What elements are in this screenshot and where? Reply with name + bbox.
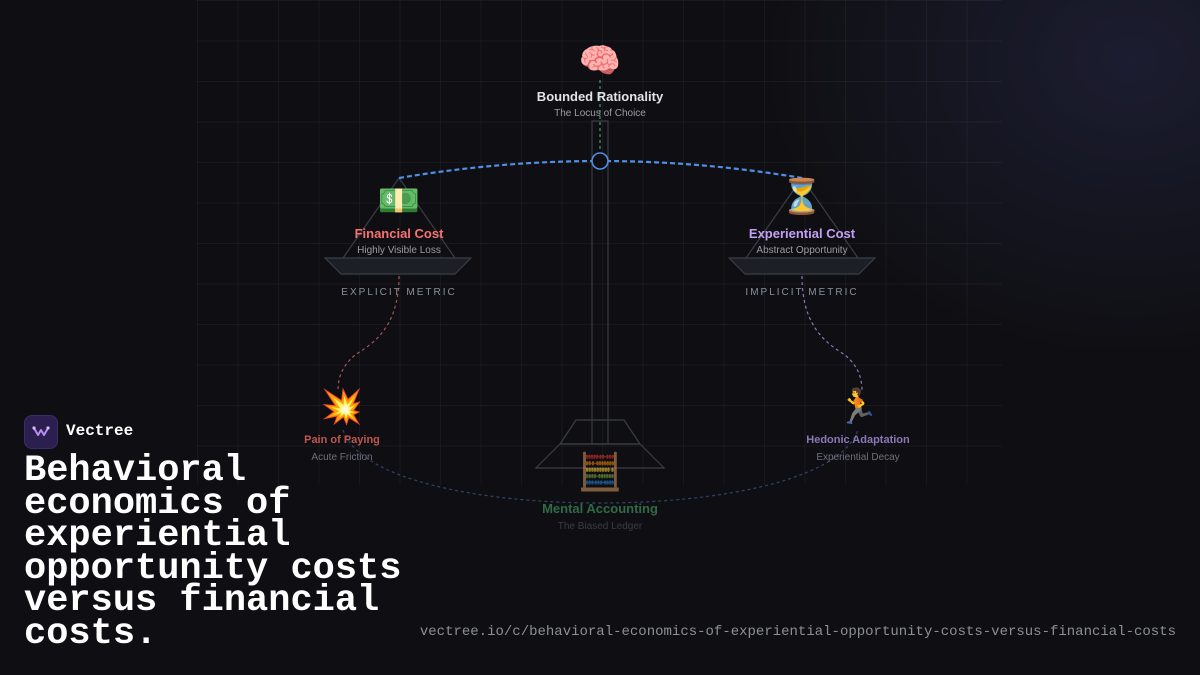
page-headline: Behavioral economics of experiential opp… [24, 450, 402, 655]
experiential-to-hedonic-connector [801, 275, 863, 393]
scale-base-upper [558, 419, 642, 445]
brain-icon: 🧠 [578, 41, 622, 81]
financial-to-pain-connector [337, 275, 400, 393]
bounded-rationality-subtitle: The Locus of Choice [554, 108, 646, 119]
explosion-icon: 💥 [320, 387, 364, 427]
vectree-logo-mark-icon [32, 426, 50, 436]
financial-cost-title: Financial Cost [354, 226, 444, 241]
money-icon: 💵 [377, 181, 421, 221]
scale-pivot [591, 152, 609, 170]
scale-base-lower [534, 443, 666, 469]
pain-of-paying-subtitle: Acute Friction [311, 452, 373, 463]
right-pan-string-right [801, 177, 859, 259]
right-pan [727, 257, 877, 275]
page-url[interactable]: vectree.io/c/behavioral-economics-of-exp… [419, 624, 1176, 640]
hedonic-adaptation-subtitle: Experiential Decay [816, 452, 900, 463]
implicit-metric-label: IMPLICIT METRIC [745, 287, 859, 298]
hedonic-adaptation-title: Hedonic Adaptation [806, 434, 910, 446]
brand-name: Vectree [66, 422, 134, 440]
left-pan-string-right [398, 177, 456, 259]
lower-loop-connector [342, 429, 859, 504]
bounded-rationality-title: Bounded Rationality [536, 89, 664, 104]
pain-of-paying-title: Pain of Paying [304, 434, 380, 446]
experiential-cost-subtitle: Abstract Opportunity [756, 245, 848, 256]
financial-cost-subtitle: Highly Visible Loss [357, 245, 441, 256]
vectree-logo [24, 415, 58, 449]
abacus-icon: 🧮 [577, 452, 623, 493]
right-pan-string-left [745, 177, 803, 259]
mental-accounting-title: Mental Accounting [542, 501, 658, 516]
explicit-metric-label: EXPLICIT METRIC [341, 287, 457, 298]
left-pan [323, 257, 473, 275]
experiential-cost-title: Experiential Cost [748, 226, 856, 241]
mental-accounting-subtitle: The Biased Ledger [557, 521, 643, 532]
left-pan-string-left [342, 177, 400, 259]
runner-icon: 🏃 [836, 387, 880, 427]
hourglass-icon: ⏳ [780, 177, 824, 217]
